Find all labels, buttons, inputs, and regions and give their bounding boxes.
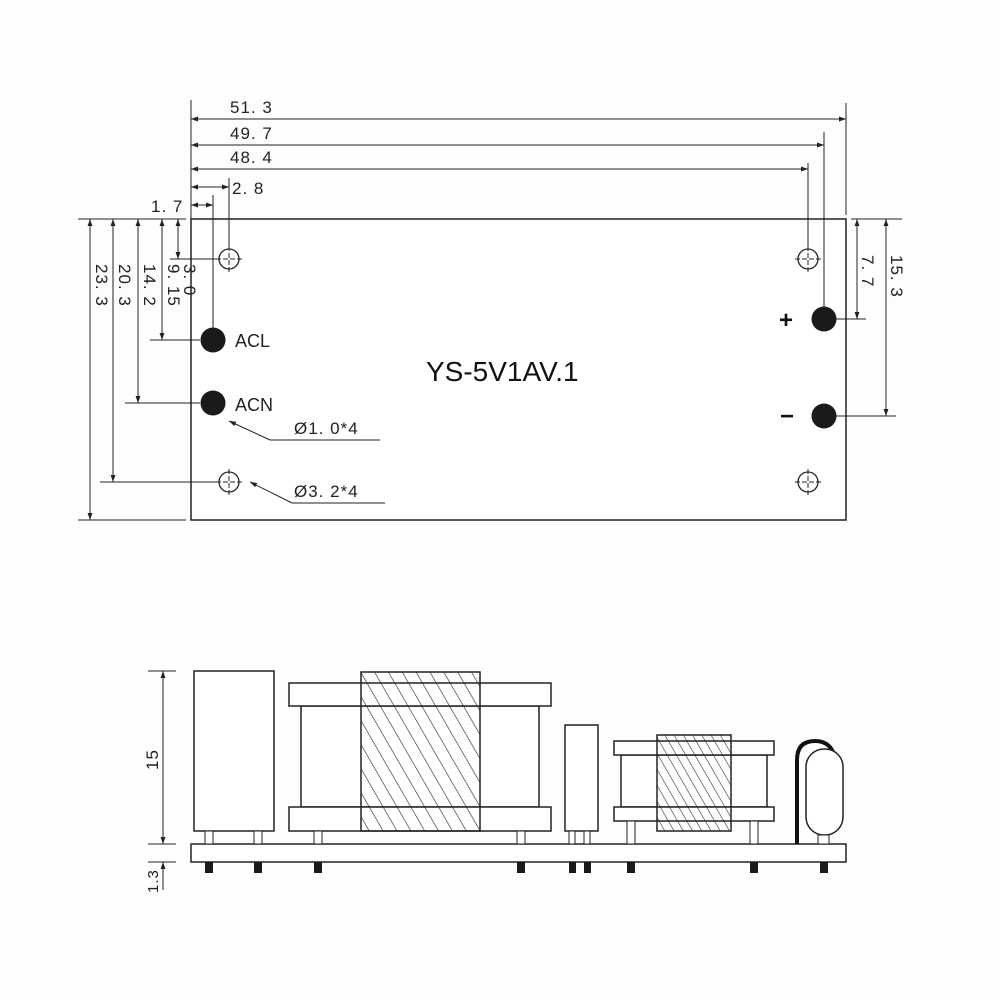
dim-label-15: 15 <box>143 749 162 770</box>
pin-acl-dot-icon <box>200 327 226 353</box>
transformer-winding-hatch <box>360 671 481 832</box>
mount-hole-icon <box>216 246 242 272</box>
callouts: Ø1. 0*4 Ø3. 2*4 <box>228 419 385 504</box>
model-title: YS-5V1AV.1 <box>426 356 579 387</box>
dim-label-14-2: 14. 2 <box>140 264 159 307</box>
pin-label-acn: ACN <box>235 395 273 415</box>
fuse-wire <box>795 738 835 844</box>
height-dimension: 15 1.3 <box>143 670 176 893</box>
dim-label-1-7: 1. 7 <box>151 197 183 216</box>
capacitor-block <box>193 670 275 873</box>
dim-label-9-15: 9. 15 <box>164 264 183 307</box>
small-component <box>564 724 599 873</box>
pin-hole-leader <box>228 420 271 441</box>
pins: ACL ACN + − <box>200 306 837 430</box>
dim-label-2-8: 2. 8 <box>232 179 264 198</box>
dim-label-7-7: 7. 7 <box>858 255 877 287</box>
mount-hole-icon <box>795 469 821 495</box>
horizontal-dimensions: 51. 3 49. 7 48. 4 2. 8 1. 7 <box>151 98 847 330</box>
small-transformer <box>613 734 775 873</box>
pin-positive-dot-icon <box>811 306 837 332</box>
mounting-holes <box>216 246 821 495</box>
dim-label-15-3: 15. 3 <box>887 255 906 298</box>
dim-label-23-3: 23. 3 <box>92 264 111 307</box>
pcb-board <box>190 843 847 863</box>
fuse-component <box>795 738 844 873</box>
pin-negative-dot-icon <box>811 403 837 429</box>
dim-label-48-4: 48. 4 <box>230 148 273 167</box>
pin-label-acl: ACL <box>235 331 270 351</box>
mount-hole-icon <box>795 246 821 272</box>
top-view: 51. 3 49. 7 48. 4 2. 8 1. 7 23. 3 20. 3 … <box>78 98 906 521</box>
dim-label-49-7: 49. 7 <box>230 124 273 143</box>
small-transformer-winding-hatch <box>656 734 732 832</box>
left-vertical-dimensions: 23. 3 20. 3 14. 2 9. 15 3. 0 <box>78 218 218 521</box>
mount-hole-leader <box>249 481 293 504</box>
pin-acn-dot-icon <box>200 390 226 416</box>
board-outline <box>190 218 847 521</box>
dim-label-1-3: 1.3 <box>145 869 162 893</box>
pin-hole-callout: Ø1. 0*4 <box>294 419 359 438</box>
dim-label-3-0: 3. 0 <box>180 264 199 296</box>
main-transformer <box>288 671 552 873</box>
side-view: 15 1.3 <box>143 670 847 893</box>
dim-label-51-3: 51. 3 <box>230 98 273 117</box>
mount-hole-icon <box>216 469 242 495</box>
right-vertical-dimensions: 7. 7 15. 3 <box>836 218 906 417</box>
pin-label-positive: + <box>779 307 793 334</box>
mount-hole-callout: Ø3. 2*4 <box>294 482 359 501</box>
pin-label-negative: − <box>780 403 794 430</box>
dim-label-20-3: 20. 3 <box>115 264 134 307</box>
